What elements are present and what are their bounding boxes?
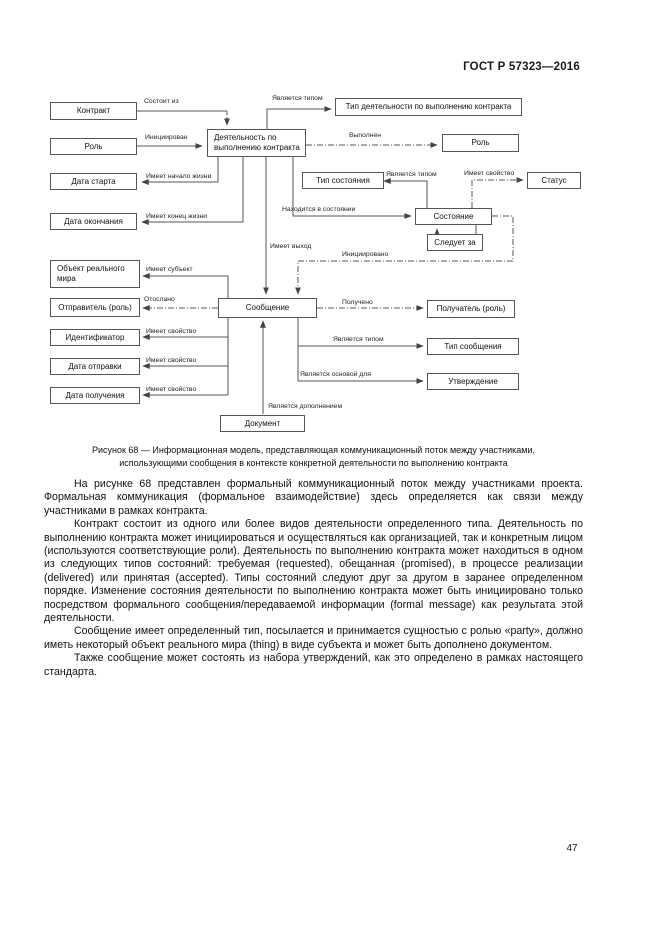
relation-label-nakhoditsya-v-sostoyanii: Находится в состоянии (282, 206, 356, 213)
relation-label-yavlyaetsya-tipom-3: Является типом (333, 336, 384, 343)
standard-designation: ГОСТ Р 57323—2016 (463, 61, 580, 73)
body-paragraph-3: Сообщение имеет определенный тип, посыла… (44, 625, 583, 651)
entity-box-data-otpravki: Дата отправки (50, 358, 140, 375)
entity-box-kontrakt: Контракт (50, 102, 137, 120)
page-number: 47 (566, 843, 578, 854)
figure-caption: Рисунок 68 — Информационная модель, пред… (44, 444, 583, 470)
relation-label-imeet-svoystvo-status: Имеет свойство (464, 170, 515, 177)
relation-label-initsiirovano: Инициировано (342, 251, 389, 258)
relation-label-imeet-svoystvo-2: Имеет свойство (146, 357, 197, 364)
relation-label-yavlyaetsya-dopolneniem: Является дополнением (268, 403, 343, 410)
entity-box-dokument: Документ (220, 415, 305, 432)
entity-box-sleduet-za: Следует за (427, 234, 483, 251)
figure-68-diagram: Контракт Роль Дата старта Дата окончания… (0, 0, 661, 440)
relation-label-otoslano: Отослано (144, 296, 175, 303)
entity-box-sostoyanie: Состояние (415, 208, 492, 225)
line-imeet-subekt (142, 273, 229, 298)
entity-box-identifikator: Идентификатор (50, 329, 140, 346)
entity-box-data-polucheniya: Дата получения (50, 387, 140, 404)
relation-label-imeet-konets-zhizni: Имеет конец жизни (146, 213, 208, 220)
entity-box-rol-left: Роль (50, 138, 137, 155)
entity-box-data-starta: Дата старта (50, 173, 137, 190)
entity-box-data-okonchaniya: Дата окончания (50, 213, 137, 230)
entity-box-deyatelnost: Деятельность по выполнению контракта (207, 129, 306, 157)
entity-box-status: Статус (527, 172, 581, 189)
body-paragraph-4: Также сообщение может состоять из набора… (44, 652, 583, 678)
body-text: На рисунке 68 представлен формальный ком… (44, 478, 583, 679)
relation-label-yavlyaetsya-tipom-2: Является типом (386, 171, 437, 178)
line-nakhoditsya (292, 157, 412, 219)
line-imeet-nachalo (141, 157, 219, 185)
figure-caption-line1: Рисунок 68 — Информационная модель, пред… (91, 445, 536, 455)
relation-label-vypolnen: Выполнен (349, 132, 381, 139)
relation-label-yavlyaetsya-osnovoy: Является основой для (300, 371, 371, 378)
relation-label-sostoit-iz: Состоит из (144, 98, 179, 105)
line-yavlyaetsya-tipom-1 (266, 106, 332, 129)
relation-label-imeet-vykhod: Имеет выход (270, 243, 312, 250)
line-imeet-konets (141, 157, 244, 225)
entity-box-tip-sostoyaniya: Тип состояния (302, 172, 384, 189)
entity-box-tip-deyatelnosti: Тип деятельности по выполнению контракта (335, 98, 522, 116)
relation-label-imeet-svoystvo-3: Имеет свойство (146, 386, 197, 393)
entity-box-rol-right: Роль (442, 134, 519, 152)
relation-label-imeet-subekt: Имеет субъект (146, 266, 193, 273)
entity-box-utverzhdenie: Утверждение (427, 373, 519, 390)
relation-label-initsiirovan: Инициирован (145, 134, 188, 141)
body-paragraph-1: На рисунке 68 представлен формальный ком… (44, 478, 583, 517)
entity-box-otpravitel: Отправитель (роль) (50, 298, 140, 317)
diagram-connectors (137, 106, 524, 414)
line-yavlyaetsya-tipom-2 (383, 178, 428, 208)
relation-label-polucheno: Получено (342, 299, 373, 306)
relation-label-yavlyaetsya-tipom-1: Является типом (272, 95, 323, 102)
entity-box-tip-soobshcheniya: Тип сообщения (427, 338, 519, 355)
relation-label-imeet-nachalo-zhizni: Имеет начало жизни (146, 173, 212, 180)
line-initsiirovano (295, 215, 514, 295)
entity-box-soobshchenie: Сообщение (218, 298, 317, 318)
relation-label-imeet-svoystvo-1: Имеет свойство (146, 328, 197, 335)
entity-box-obekt-realnogo-mira: Объект реального мира (50, 260, 140, 288)
line-imeet-svoystvo-status (471, 177, 524, 208)
entity-box-poluchatel: Получатель (роль) (427, 300, 515, 318)
figure-caption-line2: использующими сообщения в контексте конк… (119, 458, 508, 468)
body-paragraph-2: Контракт состоит из одного или более вид… (44, 518, 583, 625)
